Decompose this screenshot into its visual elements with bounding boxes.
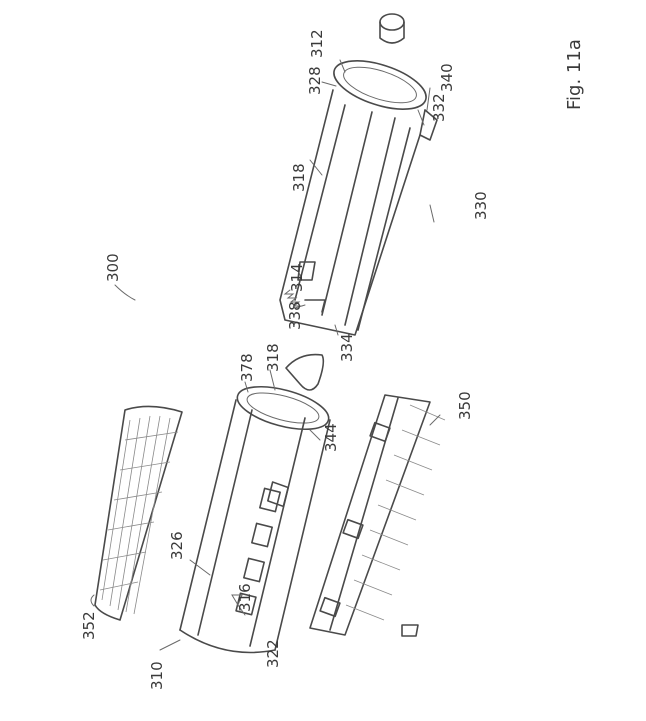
label-314: 314	[288, 263, 306, 292]
label-338: 338	[286, 301, 304, 330]
label-352: 352	[80, 611, 98, 640]
label-fig: Fig. 11a	[564, 39, 585, 110]
label-340: 340	[438, 63, 456, 92]
label-344: 344	[322, 423, 340, 452]
label-322: 322	[264, 639, 282, 668]
label-350: 350	[456, 391, 474, 420]
lower-housing-part	[179, 385, 331, 654]
label-334: 334	[338, 333, 356, 362]
label-310: 310	[148, 661, 166, 690]
small-marker	[401, 624, 419, 637]
right-blade-carrier	[309, 394, 446, 636]
label-326: 326	[168, 531, 186, 560]
label-318-upper: 318	[290, 163, 308, 192]
leader-lines	[90, 59, 441, 651]
labels: 300 312 328 340 332 318 330 314 338 334 …	[80, 29, 585, 690]
label-332: 332	[430, 93, 448, 122]
label-328: 328	[306, 66, 324, 95]
upper-housing-part	[279, 13, 438, 336]
label-330: 330	[472, 191, 490, 220]
label-300: 300	[104, 253, 122, 282]
label-312: 312	[308, 29, 326, 58]
label-318-lower: 318	[264, 343, 282, 372]
label-316: 316	[236, 583, 254, 612]
triangular-piece	[285, 353, 325, 391]
left-cutter-mesh	[94, 405, 183, 621]
label-378: 378	[238, 353, 256, 382]
